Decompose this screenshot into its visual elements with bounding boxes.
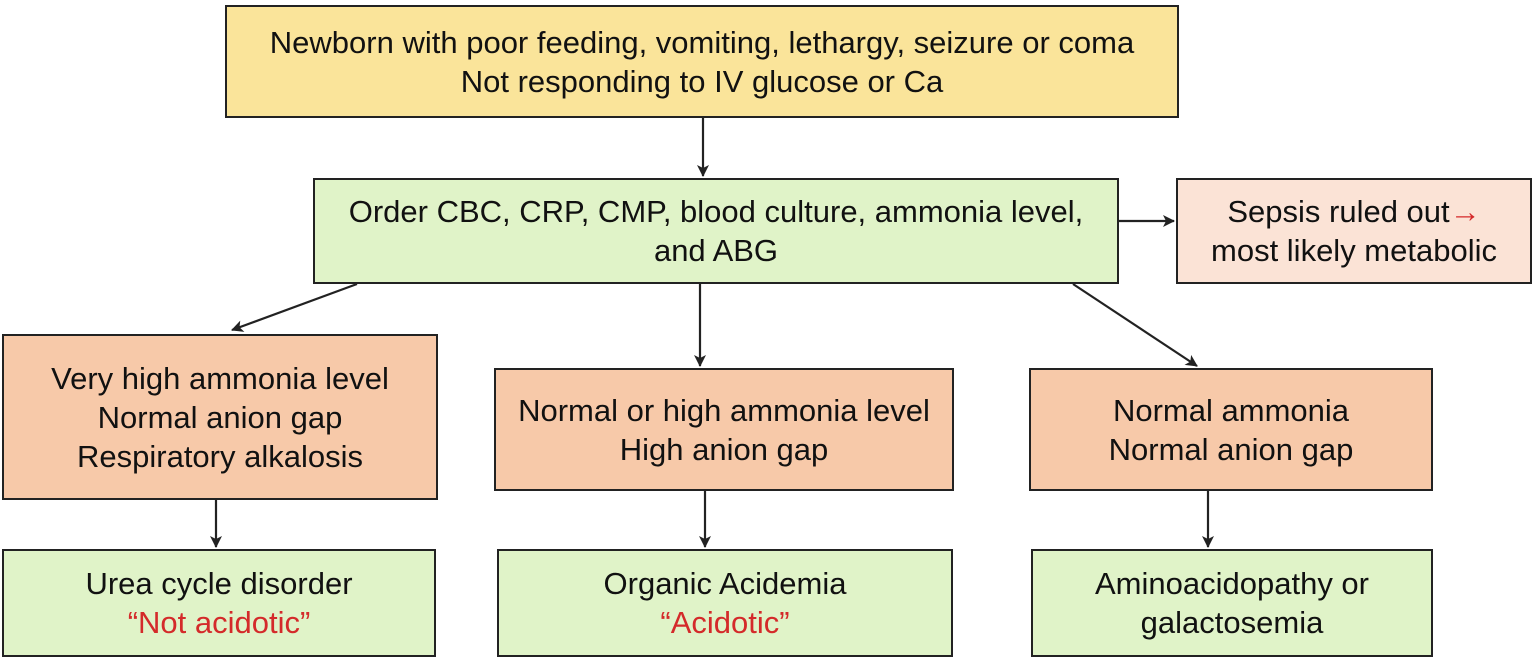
finding-1-line-3: Respiratory alkalosis: [77, 438, 363, 474]
workup-line-2: and ABG: [653, 233, 779, 268]
sepsis-line-1: Sepsis ruled out→: [1227, 192, 1480, 231]
start-box: Newborn with poor feeding, vomiting, let…: [225, 5, 1179, 118]
arrow-workup-to-finding-3: [1072, 283, 1198, 367]
diagnosis-3-line-1: Aminoacidopathy or: [1095, 566, 1369, 601]
arrow-workup-to-finding-1: [231, 282, 358, 332]
finding-3-line-2: Normal anion gap: [1108, 431, 1354, 467]
start-line-2: Not responding to IV glucose or Ca: [460, 63, 944, 99]
finding-1-line-2: Normal anion gap: [97, 399, 343, 435]
workup-line-1: Order CBC, CRP, CMP, blood culture, ammo…: [348, 194, 1084, 229]
diagnosis-1-line-2: “Not acidotic”: [127, 605, 311, 640]
right-arrow-icon: →: [1449, 194, 1481, 229]
finding-box-1: Very high ammonia level Normal anion gap…: [2, 334, 438, 500]
finding-2-line-2: High anion gap: [619, 431, 829, 467]
finding-2-line-1: Normal or high ammonia level: [518, 392, 930, 428]
finding-box-2: Normal or high ammonia level High anion …: [494, 368, 954, 491]
finding-1-line-1: Very high ammonia level: [51, 360, 389, 396]
diagnosis-box-2: Organic Acidemia “Acidotic”: [497, 549, 953, 657]
workup-box: Order CBC, CRP, CMP, blood culture, ammo…: [313, 178, 1119, 284]
diagnosis-3-line-2: galactosemia: [1140, 605, 1324, 640]
finding-3-line-1: Normal ammonia: [1112, 392, 1349, 428]
diagnosis-1-line-1: Urea cycle disorder: [85, 566, 353, 601]
sepsis-box: Sepsis ruled out→ most likely metabolic: [1176, 178, 1532, 284]
sepsis-line-1-text: Sepsis ruled out: [1227, 194, 1450, 229]
sepsis-line-2: most likely metabolic: [1211, 233, 1497, 268]
start-line-1: Newborn with poor feeding, vomiting, let…: [269, 24, 1135, 60]
diagnosis-box-1: Urea cycle disorder “Not acidotic”: [2, 549, 436, 657]
diagnosis-2-line-1: Organic Acidemia: [603, 566, 847, 601]
diagnosis-2-line-2: “Acidotic”: [660, 605, 790, 640]
finding-box-3: Normal ammonia Normal anion gap: [1029, 368, 1433, 491]
diagnosis-box-3: Aminoacidopathy or galactosemia: [1031, 549, 1433, 657]
